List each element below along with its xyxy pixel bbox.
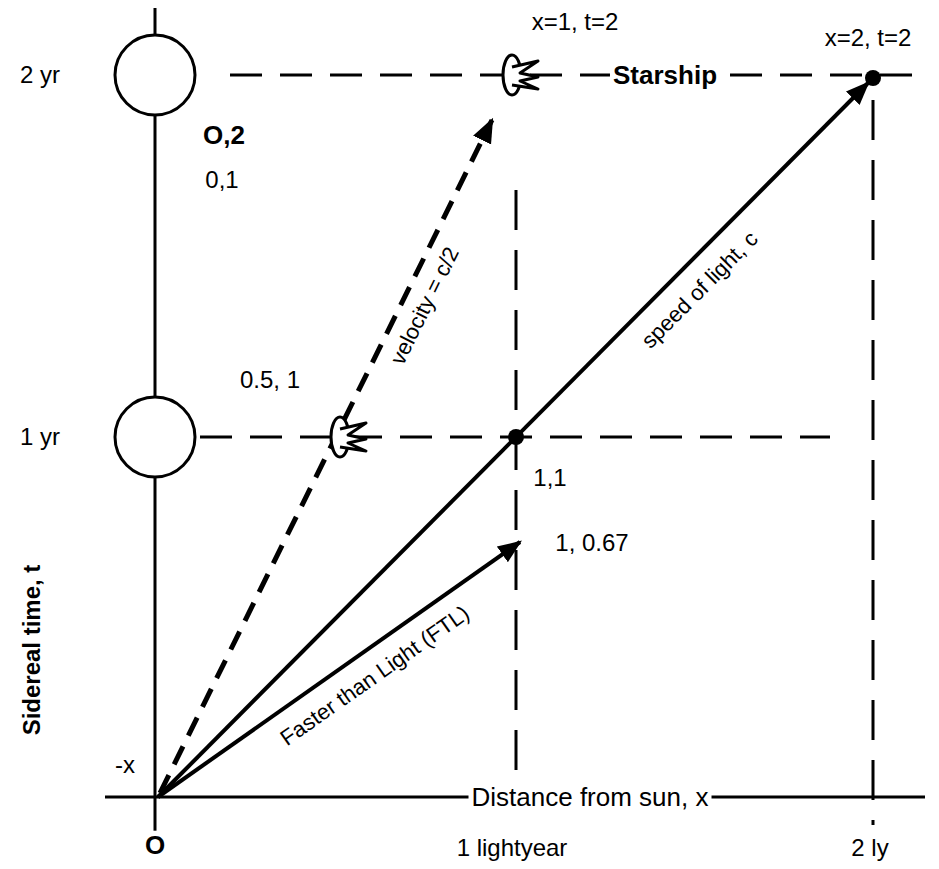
event-label: x=1, t=2	[529, 9, 622, 35]
event-label: x=2, t=2	[822, 25, 915, 51]
axis-title: Sidereal time, t	[19, 562, 45, 739]
ftl-worldline	[158, 542, 520, 797]
light-worldline	[158, 83, 868, 797]
line-label: Faster than Light (FTL)	[274, 600, 477, 753]
tick-label: 2 ly	[848, 835, 891, 861]
event-label: 1,1	[530, 465, 569, 491]
event-label: 0,1	[202, 167, 241, 193]
event-dot	[865, 70, 881, 86]
event-label: 0.5, 1	[237, 367, 303, 393]
tick-label: 2 yr	[17, 62, 63, 88]
earth-clock	[115, 35, 195, 115]
starship-icon	[503, 55, 538, 95]
event-dot	[508, 429, 524, 445]
event-label: 1, 0.67	[552, 530, 631, 556]
grid-line	[872, 100, 875, 825]
starship-worldline	[160, 120, 492, 793]
starship-icon	[331, 417, 366, 457]
event-label: O,2	[200, 121, 248, 150]
axis-label: -x	[112, 752, 138, 778]
ship-label: Starship	[610, 61, 720, 90]
grid-line	[230, 74, 925, 77]
grid-line	[515, 190, 518, 800]
tick-label: 1 lightyear	[454, 835, 571, 861]
earth-clock	[115, 397, 195, 477]
line-label: speed of light, c	[635, 225, 765, 356]
axis-title: Distance from sun, x	[469, 783, 712, 812]
tick-label: O	[142, 831, 168, 860]
tick-label: 1 yr	[17, 424, 63, 450]
